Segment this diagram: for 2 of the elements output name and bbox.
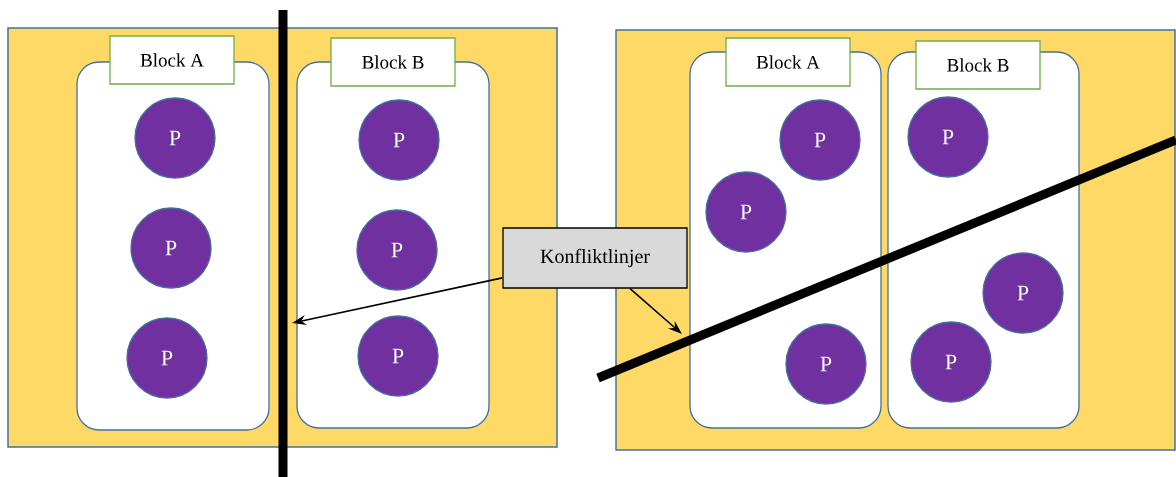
conflict-line [278, 10, 288, 477]
callout-box: Konfliktlinjer [502, 227, 688, 289]
